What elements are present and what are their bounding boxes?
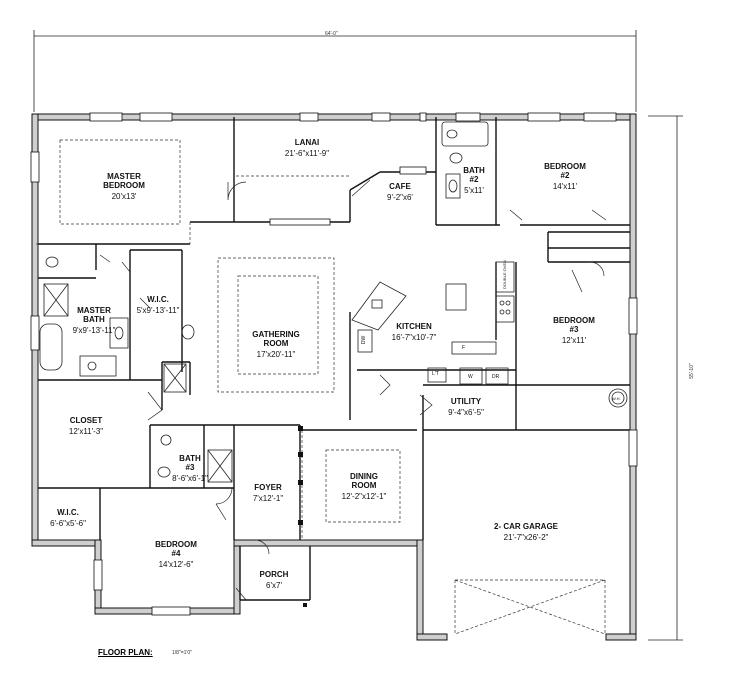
room-bath-3: BATH #3 8'-6"x6'-1" [172, 454, 208, 483]
room-dims: 12'-2"x12'-1" [341, 492, 387, 501]
room-dims: 21'-7"x26'-2" [503, 533, 549, 542]
room-dims: 9'-4"x6'-5" [448, 408, 484, 417]
room-dims: 8'-6"x6'-1" [172, 474, 208, 483]
room-dims: 21'-6"x11'-9" [284, 149, 330, 158]
room-dims: 12'x11'-3" [68, 427, 104, 436]
room-name: UTILITY [450, 397, 482, 406]
room-bedroom-4: BEDROOM #4 14'x12'-6" [155, 540, 197, 569]
ceiling-outlines [36, 139, 606, 635]
room-dims: 5'x9'-13'-11" [136, 306, 180, 315]
room-dims: 7'x12'-1" [252, 494, 284, 503]
room-dims: 9'x9'-13'-11" [72, 326, 116, 335]
room-cafe: CAFE 9'-2"x6' [387, 182, 413, 202]
room-name: KITCHEN [396, 322, 432, 331]
floor-plan-title: FLOOR PLAN: [98, 648, 153, 657]
washer-label: W [468, 374, 473, 380]
room-bedroom-2: BEDROOM #2 14'x11' [544, 162, 586, 191]
room-foyer: FOYER 7'x12'-1" [253, 483, 283, 503]
room-name: BATH #2 [463, 166, 485, 184]
room-lanai: LANAI 21'-6"x11'-9" [285, 138, 329, 158]
room-master-bath: MASTER BATH 9'x9'-13'-11" [73, 306, 116, 335]
room-name: BATH #3 [179, 454, 201, 472]
room-master-bedroom: MASTER BEDROOM 20'x13' [103, 172, 145, 201]
room-garage: 2- CAR GARAGE 21'-7"x26'-2" [494, 522, 558, 542]
room-dims: 17'x20'-11" [256, 350, 296, 359]
interior-walls [38, 117, 630, 601]
room-dims: 12'x11' [561, 336, 587, 345]
room-dims: 9'-2"x6' [387, 193, 413, 202]
fixtures [39, 121, 628, 483]
room-dims: 5'x11' [464, 186, 484, 195]
room-wic-master: W.I.C. 5'x9'-13'-11" [137, 295, 180, 315]
room-name: GATHERING ROOM [252, 330, 300, 348]
room-closet: CLOSET 12'x11'-3" [69, 416, 103, 436]
water-heater-label: W.H. [612, 396, 621, 401]
room-name: CLOSET [69, 416, 103, 425]
fridge-label: F [462, 345, 466, 351]
room-name: W.I.C. [57, 508, 79, 517]
room-porch: PORCH 6'x7' [260, 570, 289, 590]
room-kitchen: KITCHEN 16'-7"x10'-7" [392, 322, 437, 342]
room-name: 2- CAR GARAGE [493, 522, 559, 531]
room-name: BEDROOM #4 [155, 540, 197, 558]
room-name: PORCH [259, 570, 289, 579]
door-swings [99, 179, 607, 601]
scale-note: 1/8"=1'0" [172, 650, 192, 656]
room-name: MASTER BATH [77, 306, 111, 324]
room-dims: 6'-6"x5'-6" [50, 519, 86, 528]
room-gathering-room: GATHERING ROOM 17'x20'-11" [252, 330, 299, 359]
room-dims: 14'x12'-6" [158, 560, 194, 569]
room-name: W.I.C. [147, 295, 169, 304]
room-name: BEDROOM #3 [553, 316, 595, 334]
room-name: CAFE [389, 182, 411, 191]
room-dims: 14'x11' [552, 182, 578, 191]
double-oven-label: DOUBLE OVEN [501, 260, 507, 289]
room-bedroom-3: BEDROOM #3 12'x11' [553, 316, 595, 345]
dryer-label: DR [492, 374, 500, 380]
dishwasher-label: DW [361, 335, 368, 345]
overall-width-label: 64'-0" [325, 31, 338, 37]
room-name: MASTER BEDROOM [103, 172, 145, 190]
room-bath-2: BATH #2 5'x11' [463, 166, 485, 195]
room-wic-bedroom4: W.I.C. 6'-6"x5'-6" [50, 508, 86, 528]
room-dims: 20'x13' [111, 192, 137, 201]
room-dining-room: DINING ROOM 12'-2"x12'-1" [342, 472, 387, 501]
room-name: DINING ROOM [349, 472, 378, 490]
dimension-lines [33, 30, 683, 641]
windows [30, 112, 638, 616]
laundry-tub-label: L'T [432, 371, 439, 377]
room-utility: UTILITY 9'-4"x6'-5" [448, 397, 484, 417]
room-dims: 16'-7"x10'-7" [391, 333, 437, 342]
room-name: LANAI [294, 138, 320, 147]
room-name: BEDROOM #2 [544, 162, 586, 180]
room-name: FOYER [254, 483, 282, 492]
overall-depth-label: 55'-10" [688, 363, 695, 379]
columns [298, 426, 307, 607]
room-dims: 6'x7' [266, 581, 282, 590]
